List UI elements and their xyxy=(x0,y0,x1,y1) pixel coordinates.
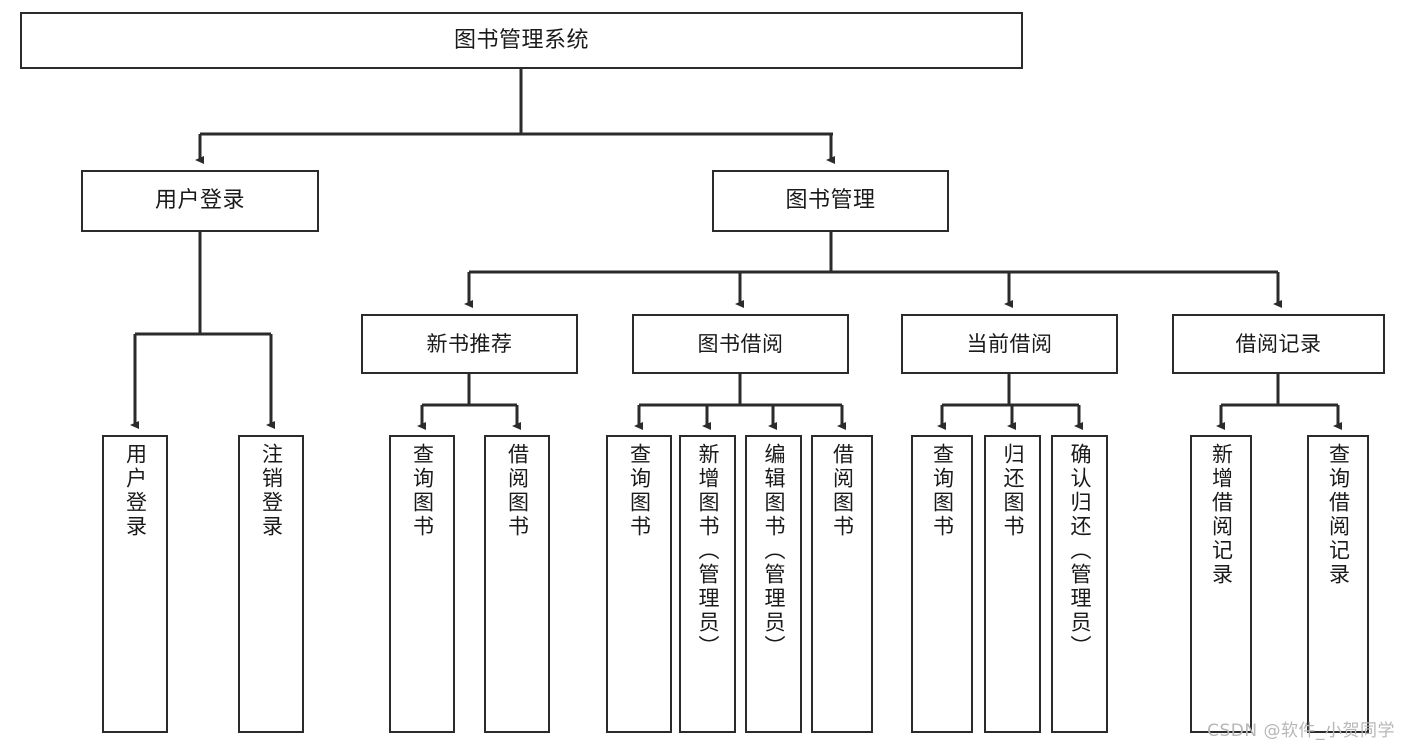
node-leaf-query-book-2-label: 查询图书 xyxy=(627,443,652,539)
node-leaf-query-book-3-label: 查询图书 xyxy=(930,443,955,539)
node-current-borrow[interactable]: 当前借阅 xyxy=(901,314,1118,374)
node-leaf-edit-book-label: 编辑图书（管理员） xyxy=(762,443,786,659)
csdn-watermark: CSDN @软件_小贺同学 xyxy=(1207,721,1395,741)
node-leaf-add-book-label: 新增图书（管理员） xyxy=(696,443,720,659)
node-leaf-return-book[interactable]: 归还图书 xyxy=(984,435,1041,733)
node-leaf-user-logout-label: 注销登录 xyxy=(259,443,284,539)
node-book-manage[interactable]: 图书管理 xyxy=(712,170,949,232)
node-leaf-borrow-book-1[interactable]: 借阅图书 xyxy=(484,435,550,733)
node-leaf-borrow-book-2[interactable]: 借阅图书 xyxy=(811,435,873,733)
node-book-manage-label: 图书管理 xyxy=(785,188,876,214)
node-leaf-add-record[interactable]: 新增借阅记录 xyxy=(1190,435,1252,733)
node-leaf-query-book-3[interactable]: 查询图书 xyxy=(911,435,973,733)
node-leaf-query-book-1-label: 查询图书 xyxy=(410,443,435,539)
node-borrow-record-label: 借阅记录 xyxy=(1235,331,1322,356)
node-leaf-confirm-return[interactable]: 确认归还（管理员） xyxy=(1051,435,1108,733)
node-leaf-query-book-1[interactable]: 查询图书 xyxy=(389,435,455,733)
node-current-borrow-label: 当前借阅 xyxy=(966,331,1053,356)
node-user-login[interactable]: 用户登录 xyxy=(81,170,319,232)
node-leaf-user-login[interactable]: 用户登录 xyxy=(102,435,168,733)
node-root-label: 图书管理系统 xyxy=(453,27,589,53)
node-leaf-user-login-label: 用户登录 xyxy=(123,443,148,539)
node-leaf-user-logout[interactable]: 注销登录 xyxy=(238,435,304,733)
node-book-borrow-label: 图书借阅 xyxy=(697,331,784,356)
node-leaf-query-book-2[interactable]: 查询图书 xyxy=(606,435,672,733)
node-leaf-query-record-label: 查询借阅记录 xyxy=(1326,443,1351,587)
node-leaf-add-book[interactable]: 新增图书（管理员） xyxy=(679,435,736,733)
node-root[interactable]: 图书管理系统 xyxy=(20,12,1023,69)
node-leaf-borrow-book-1-label: 借阅图书 xyxy=(505,443,530,539)
node-leaf-confirm-return-label: 确认归还（管理员） xyxy=(1068,443,1092,659)
node-leaf-return-book-label: 归还图书 xyxy=(1001,443,1025,539)
node-new-book-rec-label: 新书推荐 xyxy=(426,331,513,356)
node-leaf-edit-book[interactable]: 编辑图书（管理员） xyxy=(745,435,802,733)
node-leaf-borrow-book-2-label: 借阅图书 xyxy=(830,443,855,539)
node-leaf-add-record-label: 新增借阅记录 xyxy=(1209,443,1234,587)
node-book-borrow[interactable]: 图书借阅 xyxy=(632,314,849,374)
node-borrow-record[interactable]: 借阅记录 xyxy=(1172,314,1385,374)
node-user-login-label: 用户登录 xyxy=(154,188,245,214)
node-leaf-query-record[interactable]: 查询借阅记录 xyxy=(1307,435,1369,733)
node-new-book-rec[interactable]: 新书推荐 xyxy=(361,314,578,374)
